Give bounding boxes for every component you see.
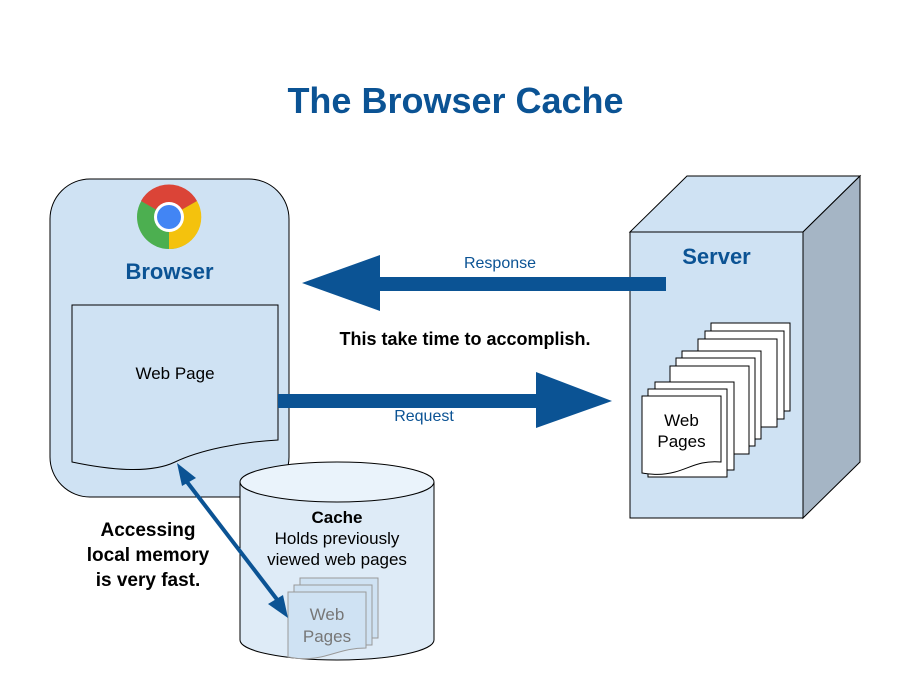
local-access-note: Accessing local memory is very fast. xyxy=(68,518,228,593)
server-pages-label: Web Pages xyxy=(642,410,721,452)
response-label: Response xyxy=(463,255,537,272)
cache-pages-label: Web Pages xyxy=(288,604,366,648)
cache-pages-label-line2: Pages xyxy=(302,627,352,646)
server-pages-stack xyxy=(641,322,791,478)
web-page-document xyxy=(71,304,279,471)
browser-label: Browser xyxy=(125,259,214,284)
local-note-line3: is very fast. xyxy=(95,570,201,591)
cache-pages-label-line1: Web xyxy=(309,605,345,624)
local-access-arrow xyxy=(177,463,288,618)
request-arrow xyxy=(278,372,612,428)
web-page-label: Web Page xyxy=(135,364,215,383)
cache-pages-stack xyxy=(287,577,379,660)
cache-title: Cache xyxy=(311,508,363,527)
cache-desc-line2: viewed web pages xyxy=(267,550,407,569)
slow-note: This take time to accomplish. xyxy=(339,329,591,349)
server-label: Server xyxy=(682,244,751,269)
local-note-line2: local memory xyxy=(86,545,210,566)
cache-desc-line1: Holds previously xyxy=(274,529,400,548)
response-arrow xyxy=(302,255,666,311)
server-pages-label-line1: Web xyxy=(664,411,699,430)
local-note-line1: Accessing xyxy=(100,520,196,541)
diagram-title: The Browser Cache xyxy=(287,80,624,121)
server-pages-label-line2: Pages xyxy=(657,432,706,451)
cache-text: Cache Holds previously viewed web pages xyxy=(240,507,434,570)
request-label: Request xyxy=(394,408,454,425)
chrome-logo-icon xyxy=(137,184,202,250)
